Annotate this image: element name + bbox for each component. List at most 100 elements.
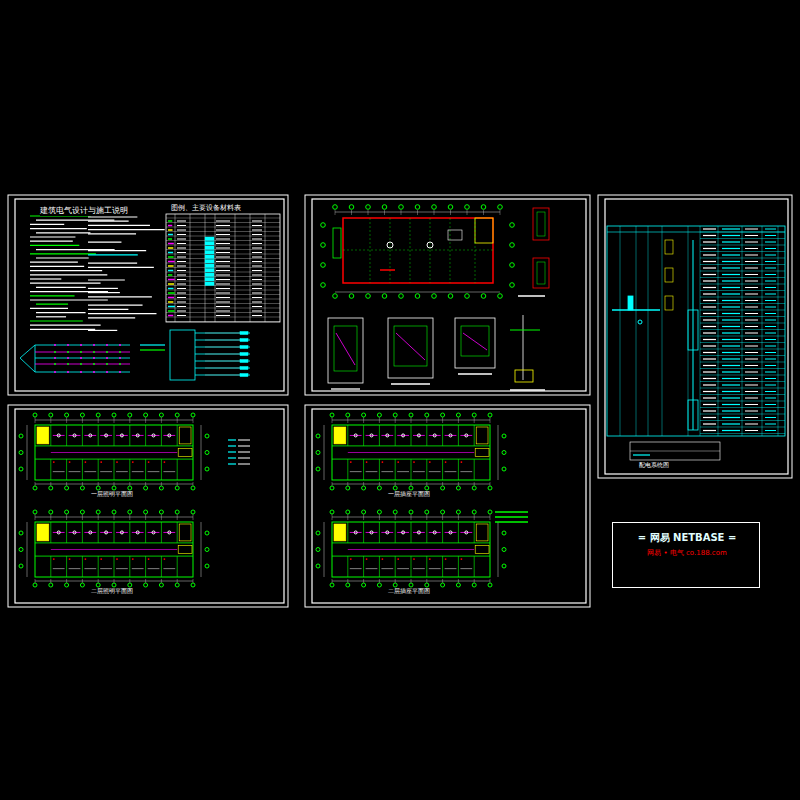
axis-bubble	[362, 413, 366, 417]
lighting-wire	[100, 435, 112, 436]
table-row	[700, 388, 785, 389]
table-row	[166, 254, 280, 255]
table-text	[722, 404, 740, 405]
drawing-title: 二层照明平面图	[90, 588, 134, 595]
lamp-symbol	[354, 434, 357, 437]
table-text	[703, 423, 716, 424]
table-text	[252, 257, 262, 258]
switch-symbol	[429, 461, 431, 463]
axis-bubble	[393, 486, 397, 490]
sheet-inner-border	[312, 409, 586, 603]
node-title: = 网易 NETBASE =	[638, 531, 737, 545]
breaker	[240, 353, 248, 356]
table-text	[765, 229, 776, 230]
table-text	[745, 372, 758, 373]
table-text	[765, 385, 776, 386]
axis-bubble	[425, 413, 429, 417]
note-text-line	[88, 317, 135, 318]
room-wall	[458, 425, 459, 446]
axis-bubble	[362, 583, 366, 587]
table-text	[216, 315, 230, 316]
socket-wire	[53, 568, 65, 569]
table-text	[703, 365, 716, 366]
lighting-wire	[445, 532, 457, 533]
table-text	[703, 345, 716, 346]
table-row	[700, 420, 785, 421]
note-text-line	[88, 225, 150, 226]
detail-frame	[328, 318, 363, 383]
dimension-line	[27, 522, 28, 577]
stair	[475, 218, 493, 243]
note-text-line	[30, 266, 84, 267]
axis-bubble	[205, 564, 209, 568]
wall-line	[410, 218, 411, 283]
axis-bubble	[112, 413, 116, 417]
device-dot	[119, 371, 121, 373]
room-wall	[411, 459, 412, 480]
note-text-line	[30, 278, 61, 279]
note-text-line	[30, 241, 73, 242]
circuit-line	[35, 372, 130, 373]
legend-line	[228, 451, 236, 452]
lamp-symbol	[105, 531, 108, 534]
axis-bubble	[80, 583, 84, 587]
lighting-wire	[413, 435, 425, 436]
axis-bubble	[362, 486, 366, 490]
room-wall	[161, 522, 162, 543]
axis-bubble	[128, 413, 132, 417]
table-row	[166, 321, 280, 322]
table-text	[765, 320, 776, 321]
table-text	[177, 221, 186, 222]
axis-bubble	[382, 294, 387, 299]
axis-bubble	[112, 486, 116, 490]
device-dot	[54, 344, 56, 346]
branch-line	[205, 361, 240, 362]
panel-box	[475, 449, 489, 457]
switch-symbol	[445, 558, 447, 560]
cad-rect	[537, 212, 545, 236]
table-text	[722, 248, 740, 249]
switch-symbol	[100, 461, 102, 463]
legend-text	[238, 464, 250, 465]
axis-bubble	[175, 583, 179, 587]
lighting-wire	[163, 532, 175, 533]
table-row	[700, 394, 785, 395]
legend-symbol	[168, 252, 173, 254]
circuit-line	[35, 345, 130, 346]
system-diagram	[20, 330, 250, 380]
axis-bubble	[316, 548, 320, 552]
table-text	[745, 404, 758, 405]
legend-symbol	[168, 238, 172, 240]
breaker	[240, 360, 248, 363]
dimension-line	[201, 522, 202, 577]
lighting-wire	[148, 532, 160, 533]
table-text	[722, 313, 740, 314]
table-text	[177, 306, 186, 307]
table-text	[252, 252, 262, 253]
table-row	[166, 285, 280, 286]
branch-line	[205, 354, 240, 355]
axis-bubble	[321, 283, 326, 288]
axis-line	[450, 210, 451, 215]
axis-bubble	[432, 294, 437, 299]
table-text	[745, 417, 758, 418]
table-column	[718, 226, 719, 436]
lamp-symbol	[387, 242, 393, 248]
table-text	[703, 293, 716, 294]
axis-bubble	[409, 486, 413, 490]
axis-bubble	[465, 294, 470, 299]
switch-symbol	[85, 558, 87, 560]
table-text	[216, 297, 230, 298]
table-cell-fill	[205, 255, 214, 259]
device-dot	[93, 363, 95, 365]
dimension-line	[335, 292, 500, 293]
table-row	[700, 277, 785, 278]
floor-plan	[19, 413, 209, 490]
dimension-line	[332, 581, 490, 582]
lighting-wire	[53, 435, 65, 436]
switch-symbol	[85, 461, 87, 463]
axis-bubble	[472, 510, 476, 514]
room-wall	[129, 459, 130, 480]
room-wall	[363, 522, 364, 543]
room-wall	[395, 459, 396, 480]
